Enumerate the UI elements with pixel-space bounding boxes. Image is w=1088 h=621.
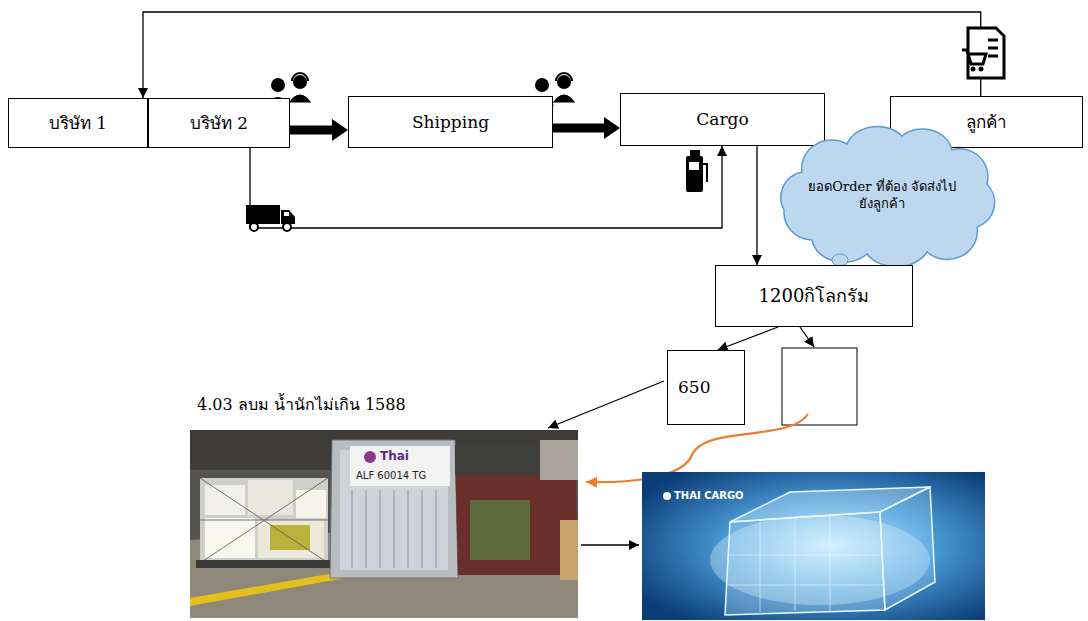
weight-box: 1200กิโลกรัม (715, 265, 913, 327)
people-icon (292, 73, 308, 81)
label-box: THAI CARGO (674, 489, 744, 502)
split-lines (782, 348, 857, 425)
box-text: ลูกค้า (966, 111, 1007, 133)
block-arrow (553, 123, 604, 132)
warehouse-photo (248, 480, 293, 515)
connector-line (756, 146, 757, 265)
warehouse-photo (364, 451, 376, 463)
people-icon (552, 94, 576, 103)
thought-cloud: ยอดOrder ที่ต้อง จัดส่งไปยังลูกค้า (762, 122, 1002, 270)
cargo-render (725, 512, 885, 615)
warehouse-photo (470, 500, 530, 560)
warehouse-photo (196, 560, 332, 568)
cargo-render (726, 515, 884, 612)
box-text: ยอดOrder ที่ต้อง จัดส่งไปยังลูกค้า (802, 179, 962, 213)
warehouse-photo (350, 446, 450, 486)
warehouse-photo (200, 478, 328, 563)
order-icon (971, 67, 976, 72)
amount-box: 650 (667, 350, 745, 425)
split-lines (548, 381, 664, 428)
connector-line (143, 12, 981, 98)
warehouse-photo (190, 430, 578, 618)
people-icon (535, 78, 549, 92)
cargo-render (880, 487, 935, 610)
truck-icon (246, 205, 295, 231)
cargo-render (642, 472, 985, 620)
label-box: ALF 60014 TG (356, 469, 426, 482)
truck-icon (250, 223, 258, 231)
people-icon (556, 73, 572, 81)
box-text: 1200กิโลกรัม (759, 284, 870, 307)
people-icon (271, 78, 285, 92)
order-icon (962, 50, 986, 64)
company-box: บริษัท 2 (148, 98, 290, 148)
warehouse-photo (296, 490, 326, 518)
people-icon (557, 75, 571, 89)
block-arrow (290, 126, 332, 135)
people-icon (293, 75, 307, 89)
box-text: บริษัท 1 (49, 112, 107, 134)
truck-icon (284, 212, 289, 216)
cloud-outline (781, 126, 995, 266)
logo-text: Thai (380, 449, 409, 465)
logo-text: THAI CARGO (674, 489, 744, 502)
warehouse-photo (205, 518, 255, 558)
warehouse-photo (200, 478, 328, 563)
truck-icon (246, 205, 280, 224)
label-box: 4.03 ลบม น้ำนักไม่เกิน 1588 (197, 395, 406, 416)
container-code: ALF 60014 TG (356, 469, 426, 482)
people-icon (288, 94, 312, 103)
warehouse-photo (190, 430, 578, 618)
truck-icon (281, 210, 295, 224)
pump-icon (703, 164, 707, 182)
warehouse-photo (190, 572, 345, 606)
pump-icon (686, 150, 707, 192)
volume-note: 4.03 ลบม น้ำนักไม่เกิน 1588 (197, 395, 406, 416)
box-text: Cargo (696, 108, 748, 130)
pump-icon (689, 162, 699, 170)
connector-line (718, 327, 778, 350)
order-icon (962, 28, 1004, 78)
cargo-box: Cargo (620, 93, 825, 146)
warehouse-photo (540, 440, 578, 480)
pump-icon (686, 156, 703, 192)
split-lines (581, 544, 639, 545)
connector-line (250, 146, 722, 228)
connectors (143, 12, 981, 350)
order-icon (979, 67, 984, 72)
company-box: บริษัท 1 (8, 98, 148, 148)
warehouse-photo (330, 440, 458, 578)
order-icon (988, 40, 998, 56)
box-text: Shipping (412, 111, 489, 133)
warehouse-photo (352, 490, 436, 568)
shipping-box: Shipping (348, 96, 553, 148)
warehouse-photo (258, 520, 324, 558)
box-text: บริษัท 2 (190, 112, 248, 134)
cargo-render (642, 472, 985, 620)
cargo-render (663, 492, 671, 500)
split-lines (800, 327, 814, 347)
warehouse-photo (205, 485, 245, 515)
warehouse-photo (560, 520, 578, 580)
box-text: 650 (678, 376, 710, 398)
truck-icon (283, 223, 291, 231)
label-box: Thai (380, 449, 409, 465)
